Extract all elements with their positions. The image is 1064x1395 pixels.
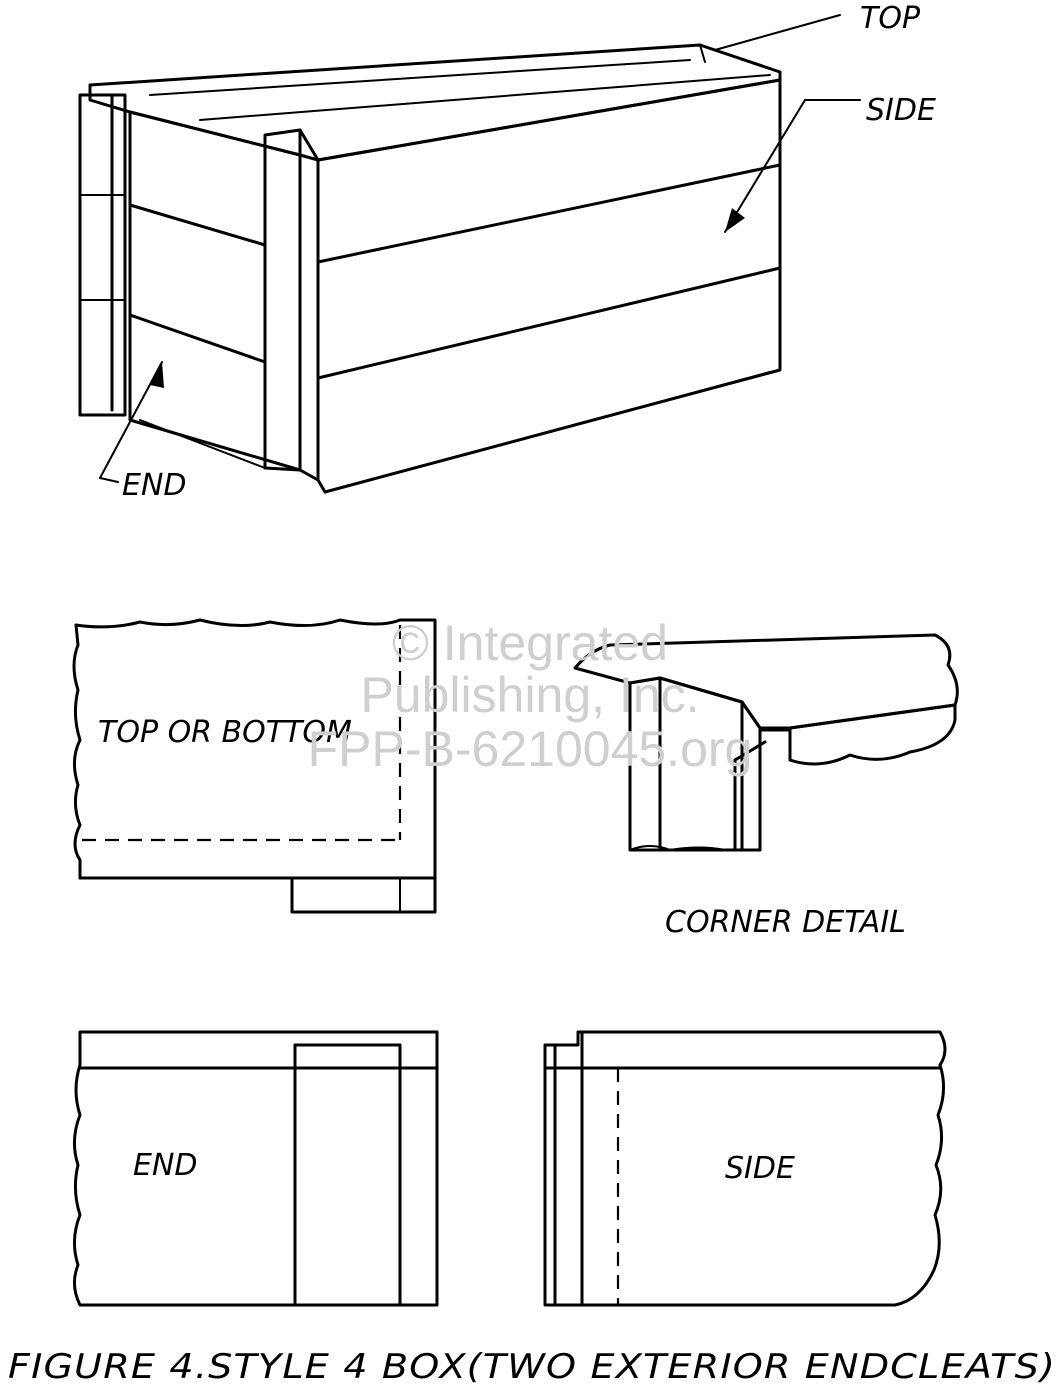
box-end-panel bbox=[128, 110, 302, 472]
top-or-bottom-view bbox=[72, 618, 437, 914]
front-end-cleat bbox=[263, 128, 320, 482]
label-end: END bbox=[122, 468, 187, 503]
watermark: © Integrated Publishing, Inc. FPP-B-6210… bbox=[308, 615, 753, 777]
label-end-view: END bbox=[133, 1148, 198, 1183]
label-corner-detail: CORNER DETAIL bbox=[665, 905, 906, 940]
label-side-view: SIDE bbox=[725, 1151, 795, 1186]
watermark-line-3: FPP-B-6210045.org bbox=[308, 721, 753, 777]
left-end-cleat bbox=[78, 93, 127, 417]
isometric-box bbox=[78, 14, 861, 494]
watermark-line-1: © Integrated bbox=[392, 615, 668, 671]
side-view bbox=[543, 1030, 947, 1307]
end-view bbox=[73, 1030, 439, 1307]
box-top-panel bbox=[88, 43, 782, 162]
watermark-line-2: Publishing, Inc. bbox=[360, 667, 699, 723]
label-side: SIDE bbox=[866, 93, 936, 128]
figure-caption: FIGURE 4.STYLE 4 BOX(TWO EXTERIOR ENDCLE… bbox=[8, 1347, 1056, 1387]
label-top: TOP bbox=[860, 1, 921, 36]
label-top-or-bottom: TOP OR BOTTOM bbox=[98, 715, 352, 750]
corner-detail-view bbox=[573, 633, 959, 852]
